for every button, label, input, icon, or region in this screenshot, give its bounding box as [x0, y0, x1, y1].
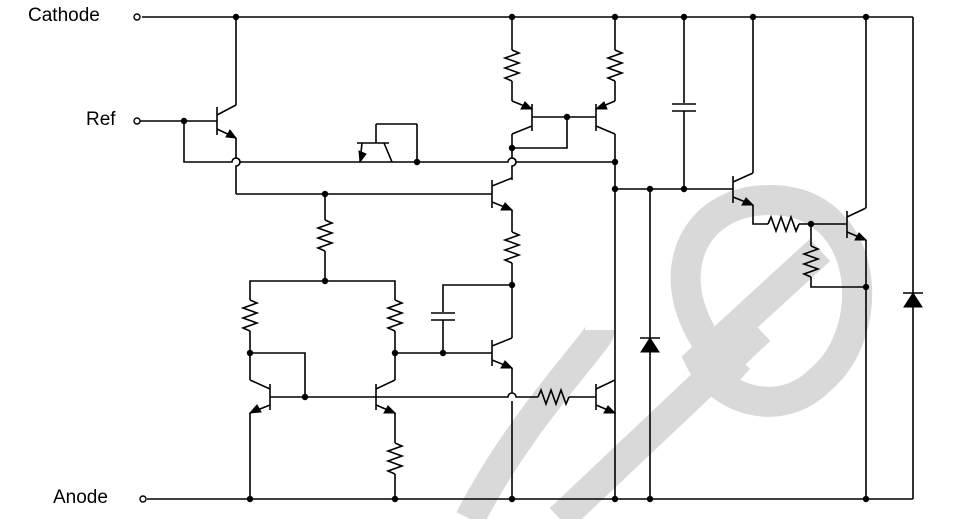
transistor-q2-npn — [357, 123, 418, 164]
mirror-diode-wire — [512, 117, 568, 149]
anode-terminal — [139, 495, 147, 503]
resistor-r-top-left — [502, 49, 522, 82]
ref-feedback-wire — [183, 121, 615, 163]
resistor-r-center — [502, 231, 522, 264]
capacitor-c2 — [672, 103, 696, 112]
q6-diode-wire — [250, 352, 306, 397]
diode-d2 — [903, 292, 923, 308]
resistor-r-bias — [315, 219, 335, 252]
resistor-r-top-right — [605, 49, 625, 82]
transistor-q5-npn — [491, 177, 514, 232]
resistor-r-left — [240, 299, 260, 332]
transistor-q3-pnp — [511, 100, 534, 180]
cathode-terminal-label: Cathode — [28, 5, 100, 26]
capacitor-c1 — [431, 312, 455, 321]
anode-terminal-label: Anode — [53, 487, 108, 508]
transistor-q10-npn — [732, 17, 768, 225]
cathode-terminal — [133, 13, 141, 21]
comp-cap-wire-top — [442, 284, 512, 312]
transistor-q9-npn — [595, 379, 617, 414]
transistor-q6-npn — [248, 379, 271, 499]
resistor-r-shunt — [801, 245, 821, 278]
resistor-r-driver — [767, 214, 800, 234]
transistor-q1-npn — [140, 17, 241, 194]
transistor-q11-npn — [846, 17, 868, 499]
watermark — [456, 184, 873, 519]
r-shunt-wire-b — [810, 277, 866, 288]
mirror-base-line — [270, 392, 538, 398]
diode-d1 — [640, 337, 660, 353]
junction-dots — [180, 13, 870, 503]
ref-terminal-label: Ref — [86, 109, 116, 130]
transistor-q8-npn — [491, 337, 514, 499]
divider-branch — [249, 280, 396, 300]
transistor-q7-npn — [375, 379, 397, 443]
ref-terminal — [133, 117, 141, 125]
resistor-r-right — [385, 299, 405, 332]
resistor-r-drive — [537, 387, 570, 407]
resistor-r-q7-emitter — [385, 442, 405, 475]
